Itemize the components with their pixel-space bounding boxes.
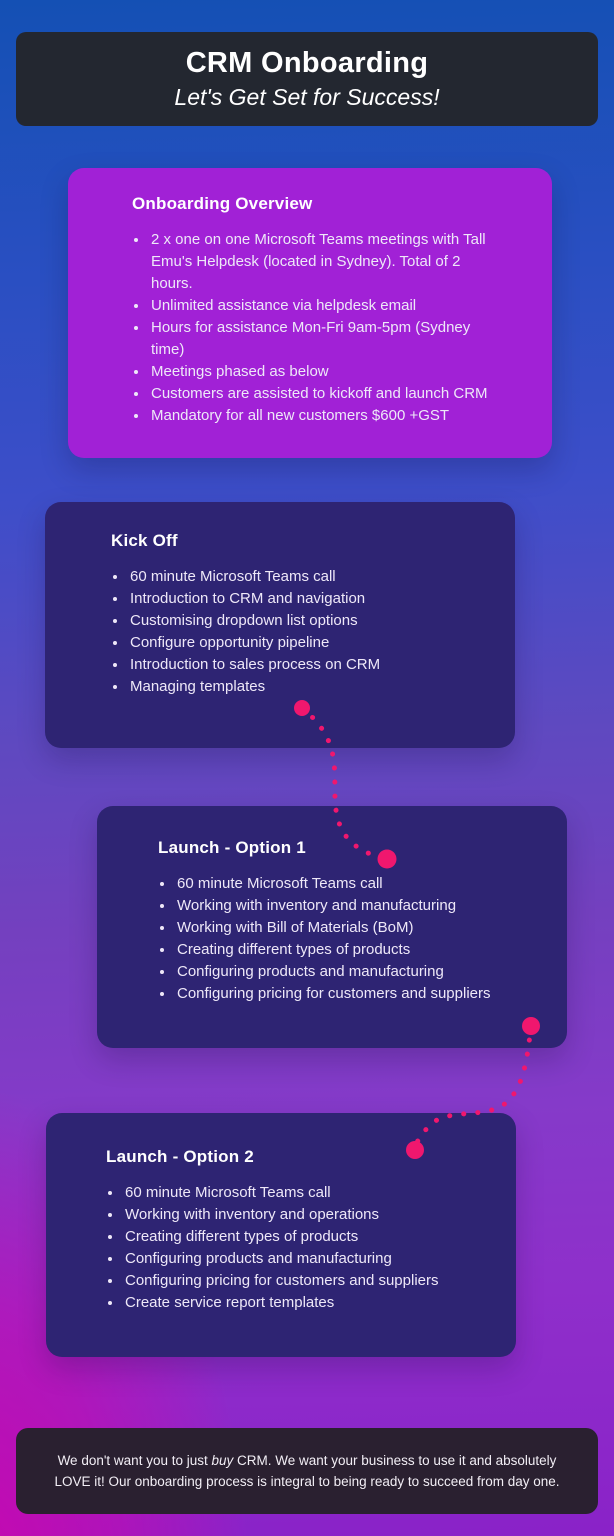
- bullet-item: Introduction to CRM and navigation: [128, 588, 487, 610]
- bullet-item: 2 x one on one Microsoft Teams meetings …: [149, 229, 504, 295]
- bullet-item: Customising dropdown list options: [128, 610, 487, 632]
- bullet-item: Configure opportunity pipeline: [128, 632, 487, 654]
- card-launch-option-1: Launch - Option 1 60 minute Microsoft Te…: [97, 806, 567, 1048]
- bullet-item: Creating different types of products: [123, 1226, 492, 1248]
- bullet-item: Unlimited assistance via helpdesk email: [149, 295, 504, 317]
- bullet-item: Configuring pricing for customers and su…: [123, 1270, 492, 1292]
- bullet-list: 60 minute Microsoft Teams call Working w…: [106, 1182, 492, 1314]
- bullet-list: 60 minute Microsoft Teams call Introduct…: [111, 566, 487, 698]
- card-title: Launch - Option 2: [106, 1147, 254, 1166]
- footer-note: We don't want you to just buy CRM. We wa…: [16, 1428, 598, 1514]
- card-title: Launch - Option 1: [158, 838, 306, 857]
- bullet-item: Creating different types of products: [175, 939, 492, 961]
- bullet-item: Managing templates: [128, 676, 487, 698]
- bullet-item: 60 minute Microsoft Teams call: [175, 873, 492, 895]
- card-title: Onboarding Overview: [132, 194, 313, 213]
- bullet-item: Hours for assistance Mon-Fri 9am-5pm (Sy…: [149, 317, 504, 361]
- footer-text: We don't want you to just buy CRM. We wa…: [43, 1450, 571, 1492]
- bullet-list: 60 minute Microsoft Teams call Working w…: [158, 873, 492, 1005]
- bullet-item: Meetings phased as below: [149, 361, 504, 383]
- bullet-item: Configuring products and manufacturing: [123, 1248, 492, 1270]
- bullet-list: 2 x one on one Microsoft Teams meetings …: [132, 229, 504, 427]
- bullet-item: Introduction to sales process on CRM: [128, 654, 487, 676]
- page-title: CRM Onboarding: [185, 47, 429, 79]
- bullet-item: Mandatory for all new customers $600 +GS…: [149, 405, 504, 427]
- card-kick-off: Kick Off 60 minute Microsoft Teams call …: [45, 502, 515, 748]
- footer-text-italic: buy: [211, 1453, 234, 1468]
- bullet-item: 60 minute Microsoft Teams call: [123, 1182, 492, 1204]
- bullet-item: Working with inventory and manufacturing: [175, 895, 492, 917]
- bullet-item: Create service report templates: [123, 1292, 492, 1314]
- bullet-item: Working with inventory and operations: [123, 1204, 492, 1226]
- bullet-item: Customers are assisted to kickoff and la…: [149, 383, 504, 405]
- card-onboarding-overview: Onboarding Overview 2 x one on one Micro…: [68, 168, 552, 458]
- page-subtitle: Let's Get Set for Success!: [174, 84, 440, 110]
- bullet-item: Working with Bill of Materials (BoM): [175, 917, 492, 939]
- bullet-item: 60 minute Microsoft Teams call: [128, 566, 487, 588]
- bullet-item: Configuring products and manufacturing: [175, 961, 492, 983]
- footer-text-start: We don't want you to just: [57, 1453, 212, 1468]
- card-title: Kick Off: [111, 531, 178, 550]
- bullet-item: Configuring pricing for customers and su…: [175, 983, 492, 1005]
- card-launch-option-2: Launch - Option 2 60 minute Microsoft Te…: [46, 1113, 516, 1357]
- title-banner: CRM Onboarding Let's Get Set for Success…: [16, 32, 598, 126]
- footer-text-end: CRM. We want your business to use it and…: [54, 1453, 560, 1489]
